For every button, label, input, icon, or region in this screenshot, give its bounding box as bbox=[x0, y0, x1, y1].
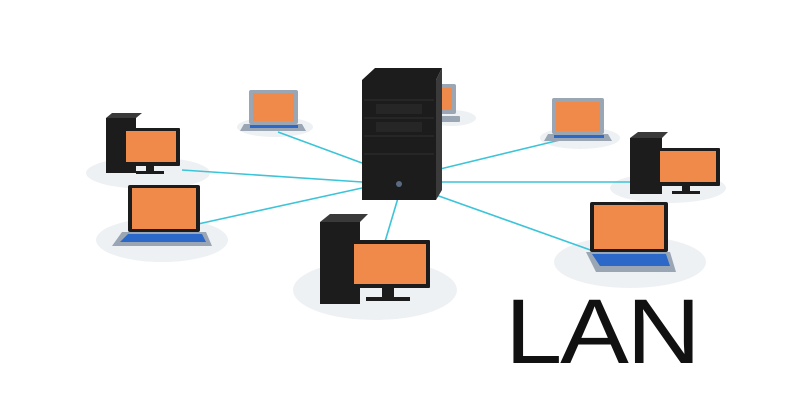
desktop-computer-icon bbox=[630, 132, 720, 194]
desktop-computer-icon bbox=[320, 214, 430, 304]
link-laptop-top-left bbox=[277, 131, 363, 164]
laptop-icon bbox=[240, 90, 306, 131]
diagram-title: LAN bbox=[505, 281, 701, 383]
laptop-icon bbox=[586, 202, 676, 272]
network-links bbox=[181, 131, 652, 253]
link-laptop-right bbox=[435, 194, 597, 253]
link-laptop-left bbox=[197, 187, 363, 225]
laptop-icon bbox=[112, 185, 212, 246]
link-laptop-top-right bbox=[435, 139, 561, 171]
link-desktop-bottom bbox=[383, 197, 399, 246]
desktop-computer-icon bbox=[106, 113, 180, 174]
server-tower-icon bbox=[362, 68, 442, 200]
laptop-icon bbox=[544, 98, 612, 141]
link-desktop-left bbox=[181, 169, 363, 183]
